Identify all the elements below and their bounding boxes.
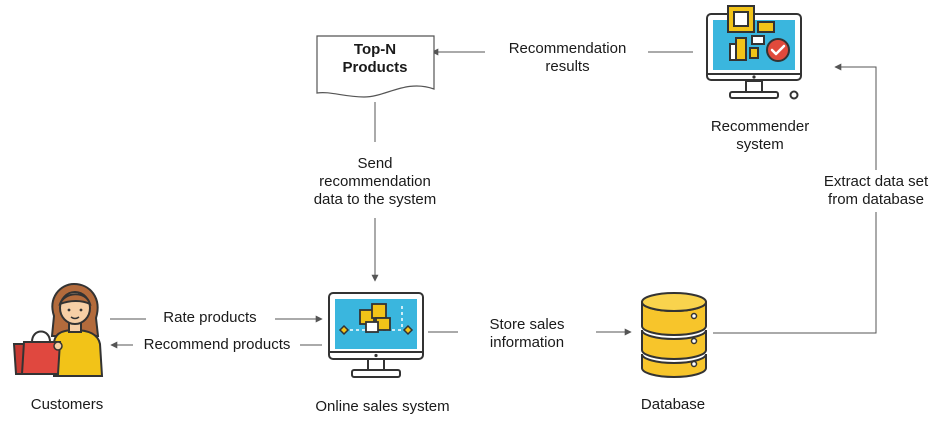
store-sales-information-label: Store sales information <box>489 316 565 351</box>
extract-data-set-label: Extract data set from database <box>823 173 929 208</box>
qr-monitor-icon <box>706 5 802 100</box>
database-label: Database <box>640 396 706 413</box>
edge-extract-top <box>834 63 877 170</box>
rate-products-label: Rate products <box>163 309 257 326</box>
online-sales-system-label: Online sales system <box>315 398 450 415</box>
sales-monitor-icon <box>328 292 424 378</box>
customer-icon <box>12 282 104 377</box>
database-icon <box>641 292 707 378</box>
top-n-products-label: Top-N Products <box>342 41 408 76</box>
recommender-system-label: Recommender system <box>710 118 810 153</box>
recommendation-results-label: Recommendation results <box>508 40 627 75</box>
edge-extract-bottom <box>713 212 877 334</box>
customers-label: Customers <box>30 396 104 413</box>
document-icon <box>316 35 435 98</box>
send-recommendation-data-label: Send recommendation data to the system <box>313 155 437 208</box>
recommend-products-label: Recommend products <box>143 336 291 353</box>
